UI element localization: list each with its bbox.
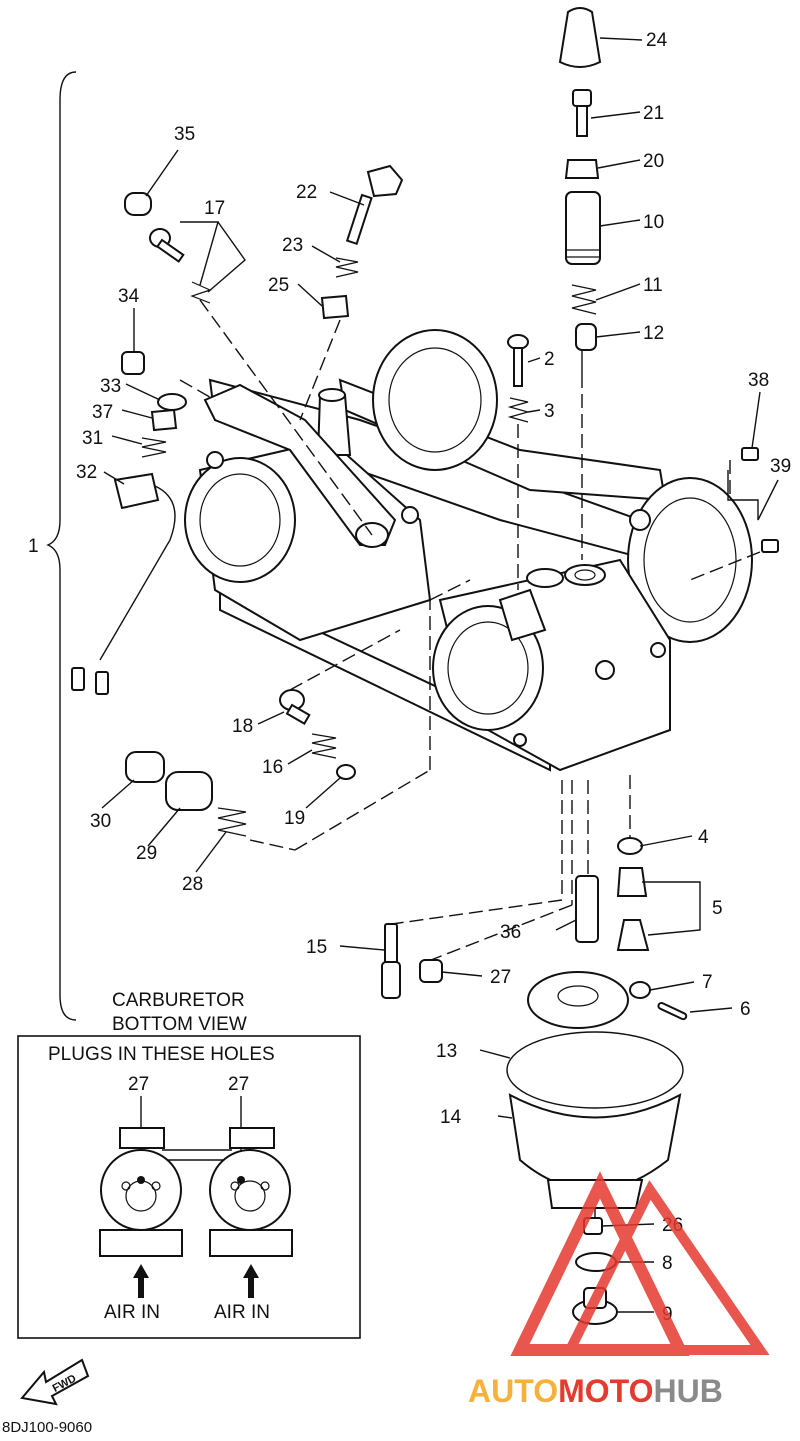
callout-33: 33: [100, 376, 121, 397]
part-36-tube: [575, 875, 599, 943]
part-24-cap: [558, 7, 602, 68]
carburetor-body: [184, 329, 753, 772]
part-29-bushing: [165, 771, 213, 811]
callout-3: 3: [544, 401, 555, 422]
part-10-body: [565, 191, 601, 265]
bottom-view-box: [17, 1035, 361, 1339]
part-20-nut: [564, 159, 600, 179]
part-4-washer: [617, 837, 643, 855]
watermark-moto: MOTO: [558, 1373, 653, 1409]
part-33-washer: [157, 393, 187, 411]
watermark-text: AUTOMOTOHUB: [468, 1373, 723, 1409]
callout-25: 25: [268, 275, 289, 296]
callout-30: 30: [90, 811, 111, 832]
assembly-bracket: [46, 71, 77, 1021]
callout-16: 16: [262, 757, 283, 778]
callout-35: 35: [174, 124, 195, 145]
callout-20: 20: [643, 151, 664, 172]
part-11-spring: [571, 284, 597, 315]
callout-24: 24: [646, 30, 668, 51]
part-16-spring: [311, 733, 337, 759]
callout-4: 4: [698, 827, 709, 848]
callout-32: 32: [76, 462, 97, 483]
part-27-plug: [419, 959, 443, 983]
plug-label-left: 27: [128, 1074, 149, 1095]
part-38-screw: [741, 447, 759, 461]
callout-10: 10: [643, 212, 664, 233]
part-32-sensor: [71, 472, 176, 695]
callout-5: 5: [712, 898, 723, 919]
part-28-spring: [217, 807, 247, 837]
part-23-spring: [335, 257, 359, 278]
part-3-spring: [507, 397, 531, 423]
part-35-cap: [124, 192, 152, 216]
bottom-view-inset: CARBURETOR BOTTOM VIEW PLUGS IN THESE HO…: [17, 990, 361, 1339]
part-37-nut: [150, 408, 178, 432]
callout-29: 29: [136, 843, 157, 864]
part-2-screw: [507, 334, 529, 387]
part-12-plunger: [575, 323, 597, 374]
plug-label-right: 27: [228, 1074, 249, 1095]
part-22-screw: [345, 164, 404, 246]
part-7-float: [527, 971, 651, 1029]
callout-22: 22: [296, 182, 317, 203]
callout-2: 2: [544, 349, 555, 370]
assembly-dash-lines: [179, 299, 761, 1218]
air-in-arrow-right: [243, 1264, 259, 1298]
callout-23: 23: [282, 235, 303, 256]
part-14-bowl: [508, 1093, 682, 1209]
air-in-label-left: AIR IN: [104, 1302, 160, 1323]
callout-34: 34: [118, 286, 140, 307]
part-34-cap: [121, 351, 145, 375]
callout-18: 18: [232, 716, 253, 737]
callout-14: 14: [440, 1107, 462, 1128]
fwd-arrow: FWD: [20, 1358, 90, 1406]
watermark-hub: HUB: [653, 1373, 722, 1409]
plugs-box-title: PLUGS IN THESE HOLES: [48, 1044, 275, 1065]
callout-1: 1: [28, 536, 39, 557]
callout-17: 17: [204, 198, 225, 219]
air-in-arrow-left: [133, 1264, 149, 1298]
watermark-logo: [510, 1171, 770, 1356]
part-15-needle: [381, 923, 401, 999]
air-in-label-right: AIR IN: [214, 1302, 270, 1323]
part-19-clip: [336, 764, 356, 780]
part-17-screw-spring: [149, 228, 212, 304]
callout-31: 31: [82, 428, 103, 449]
bottom-view-title-line2: BOTTOM VIEW: [112, 1014, 247, 1035]
part-6-pin: [657, 1001, 688, 1021]
watermark-auto: AUTO: [468, 1373, 558, 1409]
part-31-spring: [141, 437, 167, 458]
callout-6: 6: [740, 999, 751, 1020]
callout-15: 15: [306, 937, 327, 958]
callout-27: 27: [490, 967, 511, 988]
callout-13: 13: [436, 1041, 457, 1062]
part-39-screw: [761, 539, 779, 553]
callout-37: 37: [92, 402, 113, 423]
part-5-jets: [616, 867, 650, 951]
callout-11: 11: [643, 275, 663, 296]
callout-21: 21: [643, 103, 664, 124]
part-18-screw: [279, 689, 311, 726]
part-code: 8DJ100-9060: [2, 1419, 92, 1436]
callout-8: 8: [662, 1253, 673, 1274]
part-25-nut: [320, 294, 350, 320]
callout-labels: 24 21 20 10 11 12 2 3 38 39 35 17 22 23 …: [28, 30, 791, 1325]
callout-38: 38: [748, 370, 769, 391]
part-13-gasket: [506, 1031, 684, 1109]
callout-12: 12: [643, 323, 664, 344]
leader-lines: [101, 37, 779, 1313]
callout-39: 39: [770, 456, 791, 477]
bottom-view-title-line1: CARBURETOR: [112, 990, 245, 1011]
callout-19: 19: [284, 808, 305, 829]
callout-7: 7: [702, 972, 713, 993]
part-30-bushing: [125, 751, 165, 783]
part-21-screw: [572, 89, 592, 137]
callout-28: 28: [182, 874, 203, 895]
callout-36: 36: [500, 922, 521, 943]
